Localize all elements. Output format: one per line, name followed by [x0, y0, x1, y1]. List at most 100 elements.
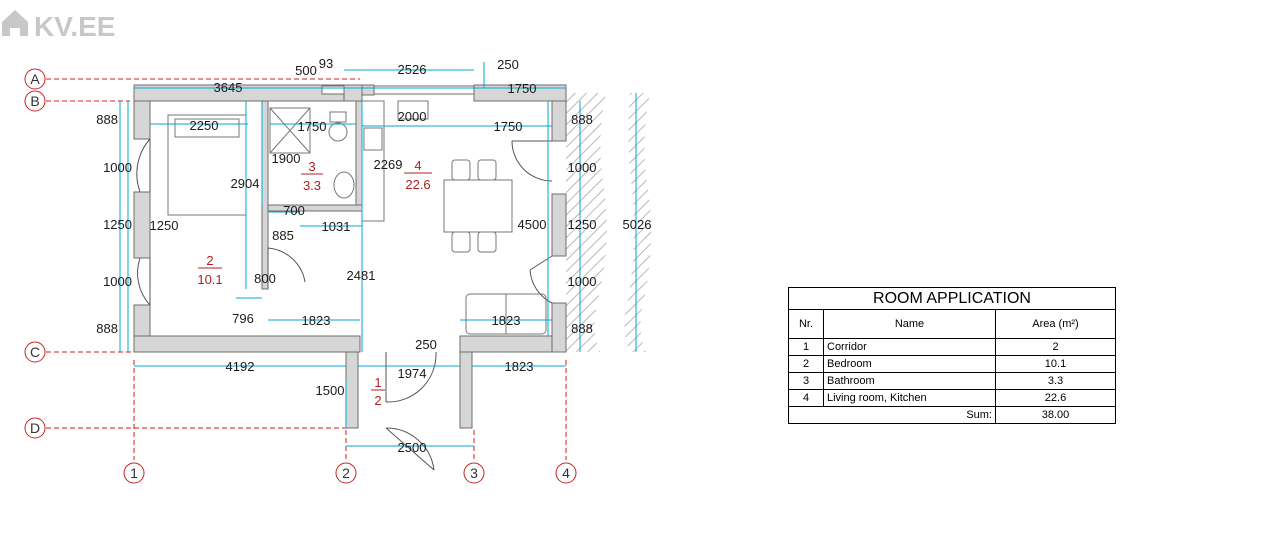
svg-text:4: 4 [414, 158, 421, 173]
dim-kit-1750: 1750 [494, 119, 523, 134]
dim-top-93: 93 [319, 56, 333, 71]
dim-overall-5026: 5026 [623, 217, 652, 232]
axis-marker-d: D [24, 417, 46, 439]
dim-1823-b: 1823 [492, 313, 521, 328]
header-area: Area (m²) [995, 309, 1116, 339]
svg-text:B: B [30, 93, 39, 109]
table-row: 1 Corridor 2 [788, 338, 1116, 356]
axis-marker-c: C [24, 341, 46, 363]
table-row: 3 Bathroom 3.3 [788, 372, 1116, 390]
dim-bed-2250: 2250 [190, 118, 219, 133]
header-nr: Nr. [788, 309, 824, 339]
doors [136, 138, 553, 471]
svg-text:3: 3 [308, 159, 315, 174]
dim-2500: 2500 [398, 440, 427, 455]
svg-text:2: 2 [342, 465, 350, 481]
house-icon [2, 10, 28, 36]
dim-bed-1250: 1250 [150, 218, 179, 233]
dim-top-500: 500 [295, 63, 317, 78]
wall-right-bot [551, 302, 567, 353]
wall-right-top [551, 100, 567, 142]
partition-bath-bottom [267, 204, 363, 212]
svg-text:22.6: 22.6 [405, 177, 430, 192]
svg-text:2: 2 [374, 393, 381, 408]
kv-logo: KV.EE [2, 10, 115, 42]
dim-700: 700 [283, 203, 305, 218]
room-application-table: ROOM APPLICATION Nr. Name Area (m²) 1 Co… [788, 287, 1116, 424]
room-labels: 2 10.1 3 3.3 4 22.6 1 2 [197, 158, 432, 408]
svg-text:C: C [30, 344, 40, 360]
sum-label: Sum: [788, 406, 996, 424]
axis-marker-3: 3 [463, 462, 485, 484]
dim-top-2526: 2526 [398, 62, 427, 77]
axis-marker-a: A [24, 68, 46, 90]
dim-left-888-top: 888 [96, 112, 118, 127]
sum-value: 38.00 [995, 406, 1116, 424]
axis-marker-1: 1 [123, 462, 145, 484]
corridor-wall-right [459, 351, 473, 429]
table-row: 4 Living room, Kitchen 22.6 [788, 389, 1116, 407]
header-name: Name [823, 309, 996, 339]
dim-bath-1900: 1900 [272, 151, 301, 166]
axis-marker-2: 2 [335, 462, 357, 484]
pillow [174, 118, 240, 138]
dimension-lines [119, 62, 637, 447]
dim-800: 800 [254, 271, 276, 286]
room-label-bedroom: 2 10.1 [197, 253, 222, 287]
wall-right-mid [551, 193, 567, 257]
axis-lines [46, 78, 567, 460]
door-right-bot [529, 255, 553, 304]
table-row: 2 Bedroom 10.1 [788, 355, 1116, 373]
svg-text:1: 1 [374, 375, 381, 390]
door-bedroom [267, 247, 306, 289]
svg-text:D: D [30, 420, 40, 436]
wall-left-top [133, 100, 151, 140]
table-sum-row: Sum: 38.00 [788, 406, 1116, 424]
dim-right-1000-a: 1000 [568, 160, 597, 175]
svg-text:3.3: 3.3 [303, 178, 321, 193]
svg-text:A: A [30, 71, 40, 87]
wall-left-mid [133, 191, 151, 259]
wall-top-mid [361, 84, 375, 96]
dim-left-888-bot: 888 [96, 321, 118, 336]
toilet [328, 122, 348, 142]
dim-top-250: 250 [497, 57, 519, 72]
door-left-bot [137, 257, 151, 306]
axis-marker-b: B [24, 90, 46, 112]
stove [363, 127, 383, 151]
partition-bed-bath [261, 100, 269, 290]
room-label-living: 4 22.6 [404, 158, 432, 192]
exterior-hatch-area [566, 93, 607, 352]
door-corridor [385, 351, 437, 403]
dim-2481: 2481 [347, 268, 376, 283]
dim-250: 250 [415, 337, 437, 352]
axis-markers: A B C D 1 2 3 4 [24, 68, 577, 484]
axis-marker-4: 4 [555, 462, 577, 484]
door-left-top [136, 138, 151, 193]
dim-right-888-bot: 888 [571, 321, 593, 336]
svg-text:2: 2 [206, 253, 213, 268]
partition-bath-kitchen [355, 100, 363, 212]
dim-bed-2904: 2904 [231, 176, 260, 191]
walls [133, 84, 567, 429]
corridor-wall-left [345, 351, 359, 429]
wall-top-corner [343, 84, 363, 102]
dim-top-1750: 1750 [508, 81, 537, 96]
room-label-bathroom: 3 3.3 [301, 159, 323, 193]
dim-1823-a: 1823 [302, 313, 331, 328]
dim-bath-1750: 1750 [298, 119, 327, 134]
dim-1031: 1031 [322, 219, 351, 234]
dim-1500: 1500 [316, 383, 345, 398]
windows [321, 85, 475, 95]
dim-left-1000-b: 1000 [103, 274, 132, 289]
shower [269, 107, 311, 154]
dim-kit-2269: 2269 [374, 157, 403, 172]
washbasin [333, 171, 355, 199]
dim-796: 796 [232, 311, 254, 326]
dim-left-1250: 1250 [103, 217, 132, 232]
door-right-top [511, 140, 553, 182]
dim-1974: 1974 [398, 366, 427, 381]
dim-overall-3645: 3645 [214, 80, 243, 95]
wall-bottom-left [133, 335, 361, 353]
